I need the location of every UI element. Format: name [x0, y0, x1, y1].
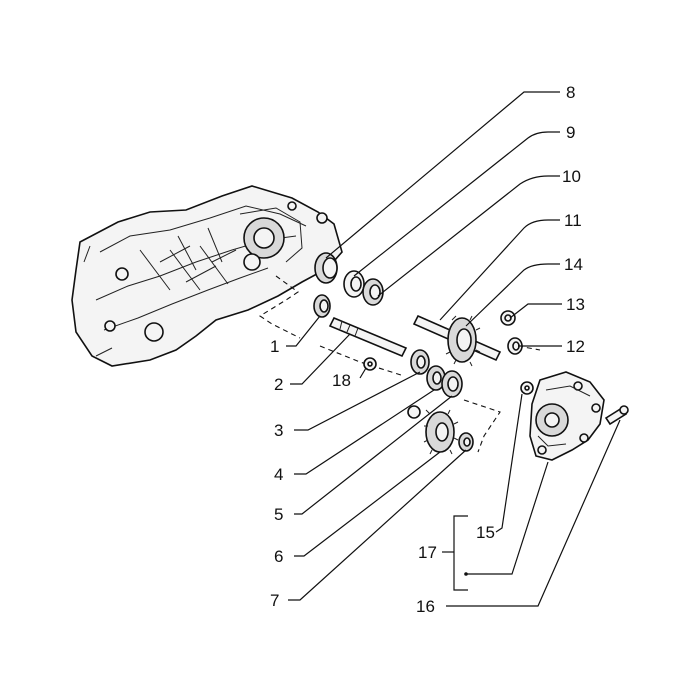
assembly-guide-left [258, 275, 301, 339]
part-18-washer [363, 357, 377, 371]
callout-3: 3 [274, 421, 283, 440]
callout-9: 9 [566, 123, 575, 142]
callout-7: 7 [270, 591, 279, 610]
callout-10: 10 [562, 167, 581, 186]
callout-4: 4 [274, 465, 283, 484]
part-10-oil-seal [362, 278, 384, 306]
part-8-bearing [314, 252, 338, 284]
assembly-guide-center [319, 345, 405, 377]
part-5-bearing [441, 370, 463, 398]
callout-8: 8 [566, 83, 575, 102]
callout-11: 11 [564, 211, 582, 230]
part-2-shaft [328, 316, 430, 375]
callout-15: 15 [476, 523, 495, 542]
callout-13: 13 [566, 295, 585, 314]
part-13-nut [500, 310, 516, 326]
callout-2: 2 [274, 375, 283, 394]
part-12-washer [507, 337, 523, 355]
callout-labels: 8 9 10 11 14 13 12 1 2 18 3 4 5 6 7 15 1… [270, 83, 585, 616]
callout-6: 6 [274, 547, 283, 566]
callout-18: 18 [332, 371, 351, 390]
part-9-seal-ring [343, 270, 365, 298]
part-7-bushing [458, 432, 474, 452]
transmission-cover [529, 371, 605, 461]
callout-16: 16 [416, 597, 435, 616]
part-1-bearing [313, 294, 331, 318]
assembly-guide-right [463, 399, 501, 453]
leader-lines [286, 91, 621, 607]
part-11-gear-shaft [412, 314, 502, 367]
part-16-bolt [604, 405, 629, 426]
crankcase-housing [71, 185, 343, 367]
part-15-washer [520, 381, 534, 395]
callout-1: 1 [270, 337, 279, 356]
callout-5: 5 [274, 505, 283, 524]
callout-14: 14 [564, 255, 583, 274]
callout-12: 12 [566, 337, 585, 356]
part-6-gear [407, 405, 459, 455]
callout-17: 17 [418, 543, 437, 562]
